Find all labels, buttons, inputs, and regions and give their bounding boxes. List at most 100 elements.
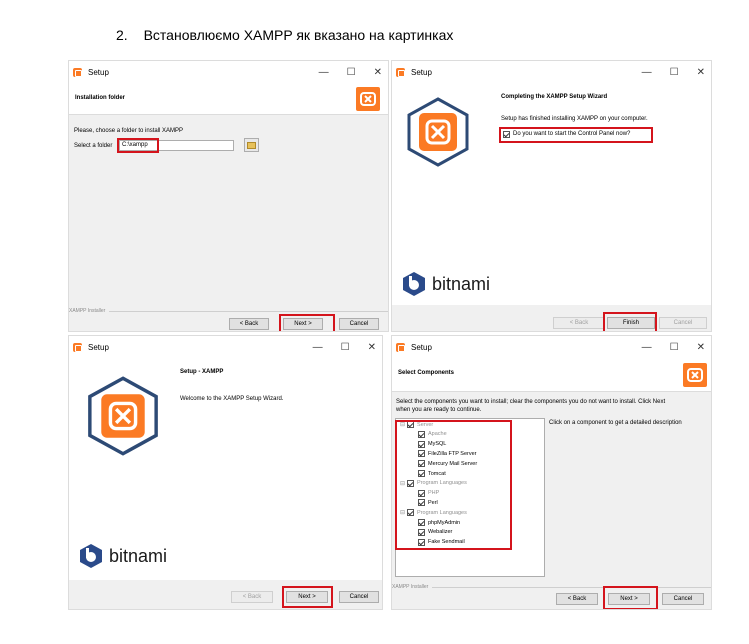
page-title: Select Components [398,370,455,376]
divider [109,311,388,312]
window-title: Setup [88,342,109,352]
maximize-icon[interactable]: ☐ [346,66,356,78]
tree-item[interactable]: Apache [418,430,447,438]
highlight-box [117,138,159,153]
highlight-box [603,586,658,609]
maximize-icon[interactable]: ☐ [669,341,679,353]
page-title: Installation folder [75,95,126,101]
next-button[interactable]: Next > [608,593,650,605]
title-bar: Setup — ☐ ✕ [392,336,711,358]
close-icon[interactable]: ✕ [696,341,705,353]
window-title: Setup [411,342,432,352]
tree-item-label: Tomcat [428,470,446,477]
checkbox-checked-icon[interactable] [418,440,425,448]
tree-item[interactable]: Mercury Mail Server [418,460,478,468]
installer-label: XAMPP Installer [392,584,429,590]
tree-item-label: FileZilla FTP Server [428,450,477,457]
checkbox-checked-icon[interactable] [503,130,510,138]
tree-item[interactable]: MySQL [418,440,446,448]
tree-item-label: Program Languages [417,480,467,487]
close-icon[interactable]: ✕ [696,66,705,78]
collapse-icon[interactable]: ⊟ [400,422,406,428]
tree-item[interactable]: phpMyAdmin [418,519,460,526]
tree-item[interactable]: Tomcat [418,470,446,477]
checkbox-checked-icon[interactable] [418,499,425,507]
tree-item[interactable]: ⊟ Program Languages [400,509,467,517]
finish-button[interactable]: Finish [607,317,655,329]
bitnami-text: bitnami [432,273,491,294]
instruction-heading: 2. Встановлюємо XAMPP як вказано на карт… [116,27,453,43]
minimize-icon[interactable]: — [641,341,652,353]
folder-input[interactable]: C:\xampp [119,140,234,151]
checkbox-checked-icon[interactable] [418,460,425,468]
bitnami-icon [80,544,102,568]
next-button[interactable]: Next > [283,318,323,330]
instructions-line-1: Select the components you want to instal… [396,399,666,405]
bitnami-text: bitnami [109,545,168,566]
highlight-box [499,127,653,143]
tree-item-label: Server [417,421,434,428]
checkbox-label: Do you want to start the Control Panel n… [513,131,631,137]
minimize-icon[interactable]: — [318,66,329,78]
maximize-icon[interactable]: ☐ [669,66,679,78]
completing-window: Setup — ☐ ✕ Completing the XAMPP Setup W… [391,60,712,332]
tree-item-label: Apache [428,431,447,438]
browse-folder-button[interactable] [244,138,259,152]
bitnami-icon [403,272,425,296]
checkbox-checked-icon[interactable] [418,470,425,477]
checkbox-checked-icon[interactable] [418,528,425,536]
checkbox-checked-icon[interactable] [418,519,425,526]
back-button[interactable]: < Back [553,317,605,329]
close-icon[interactable]: ✕ [373,66,382,78]
tree-item-label: Program Languages [417,509,467,516]
tree-item-label: Webalizer [428,529,453,536]
maximize-icon[interactable]: ☐ [340,341,350,353]
bitnami-logo: bitnami [79,543,167,569]
cancel-button[interactable]: Cancel [659,317,707,329]
back-button[interactable]: < Back [231,591,273,603]
back-button[interactable]: < Back [229,318,269,330]
title-bar: Setup — ☐ ✕ [69,336,382,358]
cancel-button[interactable]: Cancel [339,591,379,603]
checkbox-checked-icon[interactable] [407,479,415,487]
divider [432,587,711,588]
tree-item[interactable]: Fake Sendmail [418,538,465,546]
wizard-body: Completing the XAMPP Setup Wizard Setup … [392,83,711,305]
tree-item[interactable]: Webalizer [418,528,453,536]
start-control-panel-checkbox[interactable]: Do you want to start the Control Panel n… [503,130,630,138]
back-button[interactable]: < Back [556,593,598,605]
collapse-icon[interactable]: ⊟ [400,510,406,517]
tree-item[interactable]: Perl [418,499,438,507]
cancel-button[interactable]: Cancel [662,593,704,605]
xampp-app-icon [73,342,82,352]
collapse-icon[interactable]: ⊟ [400,480,406,487]
page-title: Setup - XAMPP [180,369,224,375]
next-button[interactable]: Next > [286,591,328,603]
xampp-logo-icon [356,87,380,111]
minimize-icon[interactable]: — [641,66,652,78]
tree-item-label: Mercury Mail Server [428,460,478,467]
tree-item[interactable]: FileZilla FTP Server [418,450,477,458]
cancel-button[interactable]: Cancel [339,318,379,330]
checkbox-checked-icon[interactable] [407,509,415,517]
wizard-body: Setup - XAMPP Welcome to the XAMPP Setup… [69,358,382,580]
installer-label: XAMPP Installer [69,308,106,314]
folder-label: Select a folder [74,143,113,149]
checkbox-checked-icon[interactable] [418,450,425,458]
checkbox-checked-icon[interactable] [418,430,425,438]
title-bar: Setup — ☐ ✕ [392,61,711,83]
checkbox-checked-icon[interactable] [418,489,425,497]
highlight-box [395,420,512,550]
minimize-icon[interactable]: — [312,341,323,353]
instructions-line-2: when you are ready to continue. [396,407,482,413]
close-icon[interactable]: ✕ [367,341,376,353]
folder-icon [247,141,256,149]
xampp-app-icon [73,67,82,77]
folder-prompt: Please, choose a folder to install XAMPP [74,128,184,134]
tree-item[interactable]: ⊟ Program Languages [400,479,467,487]
tree-item[interactable]: PHP [418,489,439,497]
checkbox-checked-icon[interactable] [418,538,425,546]
xampp-logo-icon [683,363,707,387]
welcome-text: Welcome to the XAMPP Setup Wizard. [180,396,284,402]
